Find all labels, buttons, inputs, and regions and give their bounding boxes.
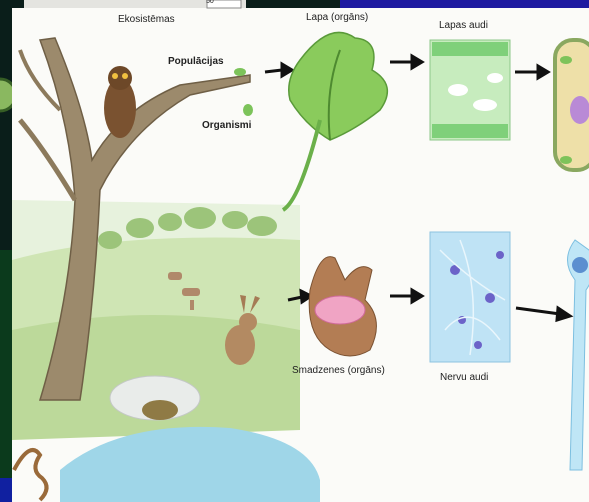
nerve-tissue-icon — [430, 232, 510, 362]
plant-cell-icon — [555, 40, 589, 170]
corner-note: 50 — [206, 0, 214, 5]
label-populations: Populācijas — [168, 56, 224, 67]
label-brain-organ: Smadzenes (orgāns) — [292, 365, 385, 376]
label-leaf-tissue: Lapas audi — [439, 20, 488, 31]
owl-icon — [104, 66, 136, 138]
label-nerve-tissue: Nervu audi — [440, 372, 488, 383]
label-organisms: Organismi — [202, 120, 251, 131]
leaf-tissue-icon — [430, 40, 510, 140]
label-ecosystem: Ekosistēmas — [118, 14, 175, 25]
turtle-icon — [142, 400, 178, 420]
label-leaf-organ: Lapa (orgāns) — [306, 12, 368, 23]
